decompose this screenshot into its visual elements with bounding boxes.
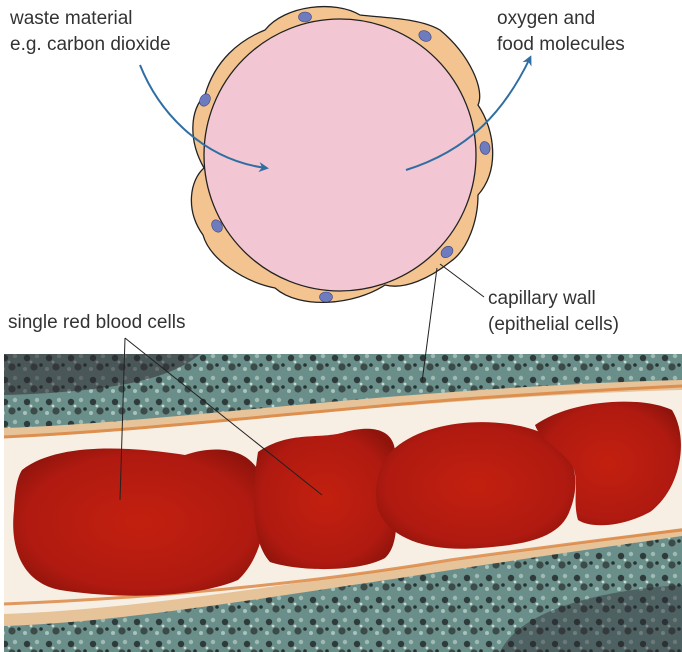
capillary-wall-label: capillary wall (epithelial cells) [488, 286, 619, 338]
capillary-wall-leader [421, 267, 438, 383]
oxygen-label-line1: oxygen and [497, 8, 596, 29]
nucleus [298, 11, 312, 23]
nucleus [479, 141, 491, 155]
capillary-wall-leader [439, 263, 485, 298]
red-blood-cell [535, 401, 681, 526]
endothelium-streak [3, 384, 682, 439]
waste-label-line2: e.g. carbon dioxide [10, 34, 171, 55]
nucleus [211, 219, 223, 233]
oxygen-food-label: oxygen and food molecules [497, 6, 625, 58]
oxygen-outward-arrow [405, 55, 532, 171]
capillary-lumen [203, 18, 477, 292]
red-blood-cells-label: single red blood cells [8, 312, 186, 333]
red-blood-cell-leader [119, 337, 126, 501]
red-blood-cell [375, 422, 576, 549]
tissue-dark-patch [4, 354, 200, 395]
red-blood-cell [253, 428, 397, 570]
tissue-dark-patch [500, 585, 682, 652]
waste-material-label: waste material e.g. carbon dioxide [10, 6, 171, 58]
endothelium-streak [3, 528, 682, 606]
wall-label-line1: capillary wall [488, 288, 596, 309]
wall-label-line2: (epithelial cells) [488, 314, 619, 335]
oxygen-label-line2: food molecules [497, 34, 625, 55]
waste-label-line1: waste material [10, 8, 133, 29]
red-blood-cell-leader [124, 337, 323, 496]
red-blood-cell [13, 448, 266, 596]
capillary-micrograph [3, 354, 682, 652]
nucleus [440, 246, 454, 258]
capillary-cross-section [190, 5, 494, 303]
waste-inward-arrow [139, 64, 269, 173]
nucleus [319, 291, 333, 303]
nucleus [418, 30, 432, 42]
nucleus [199, 93, 211, 107]
